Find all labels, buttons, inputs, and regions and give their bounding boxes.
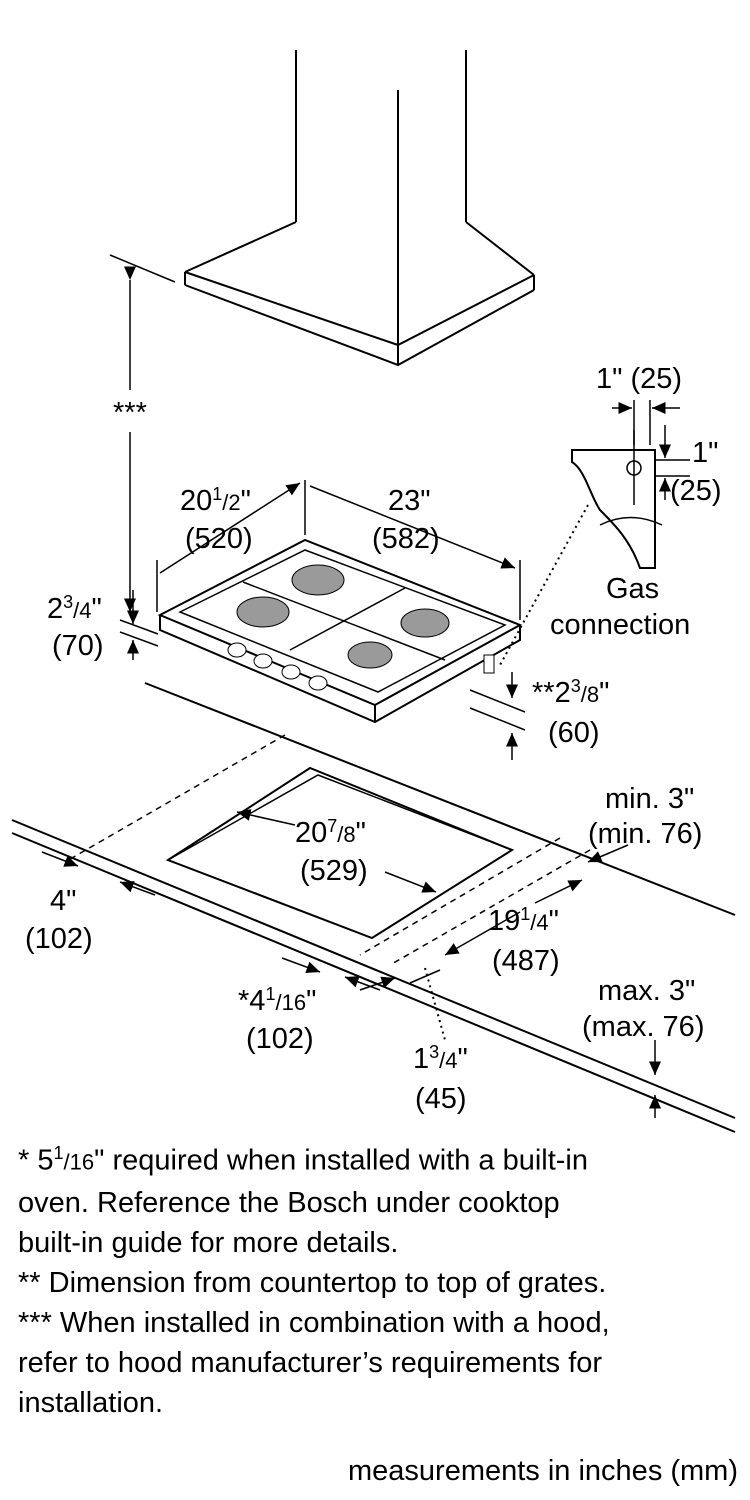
side-clearance-mm: (102) [25,923,93,955]
grate-height-label: **23/8" [532,676,609,709]
max-front-label: max. 3" [598,975,695,1007]
cooktop-depth-label: 201/2" [180,484,251,517]
min-rear-label: min. 3" [605,783,694,815]
min-rear-mm: (min. 76) [588,818,702,850]
cooktop-depth-mm: (520) [185,523,253,555]
grate-height-mm: (60) [548,717,600,749]
max-front-mm: (max. 76) [582,1011,704,1043]
side-clearance-label: 4" [50,885,76,917]
footnote-1: * 51/16" required when installed with a … [18,1143,589,1177]
hood-clearance-label: *** [113,397,147,429]
gas-offset-v-mm: (25) [670,475,722,507]
cutout-depth-label: 191/4" [488,904,559,937]
range-hood [184,50,535,367]
gas-front-mm: (45) [415,1083,467,1115]
burner [400,608,450,638]
cutout-depth-mm: (487) [492,945,560,977]
cooktop-height-mm: (70) [52,630,104,662]
footnotes: * 51/16" required when installed with a … [18,1133,748,1423]
front-clearance-mm: (102) [246,1023,314,1055]
knob [281,664,301,680]
hood-clearance-dimension: *** [109,254,176,612]
knob [253,653,273,669]
gas-offset-v-label: 1" [692,437,718,469]
gas-front-label: 13/4" [413,1042,468,1075]
burner [291,564,345,596]
gas-connection-label-2: connection [550,609,690,641]
footnote-2: ** Dimension from countertop to top of g… [18,1266,607,1299]
footnote-line: installation. [18,1386,164,1419]
measurement-units-note: measurements in inches (mm) [348,1455,738,1487]
front-clearance-label: *41/16" [238,984,316,1017]
footnote-3: *** When installed in combination with a… [18,1306,610,1339]
cooktop-width-mm: (582) [372,523,440,555]
cooktop [157,538,523,724]
countertop [11,682,736,1133]
burner [347,641,393,669]
cutout-width-mm: (529) [300,855,368,887]
gas-connection-label: Gas [606,573,659,605]
gas-connection-detail [499,400,690,666]
gas-offset-h-label: 1" (25) [596,363,682,395]
burner [236,596,290,628]
footnote-line: oven. Reference the Bosch under cooktop [18,1186,560,1219]
cooktop-height-label: 23/4" [47,592,102,625]
footnote-line: refer to hood manufacturer’s requirement… [18,1346,603,1379]
knob [308,675,328,691]
cutout-width-label: 207/8" [295,816,366,849]
cooktop-width-label: 23" [388,485,431,517]
footnote-line: built-in guide for more details. [18,1226,399,1259]
knob [227,642,247,658]
